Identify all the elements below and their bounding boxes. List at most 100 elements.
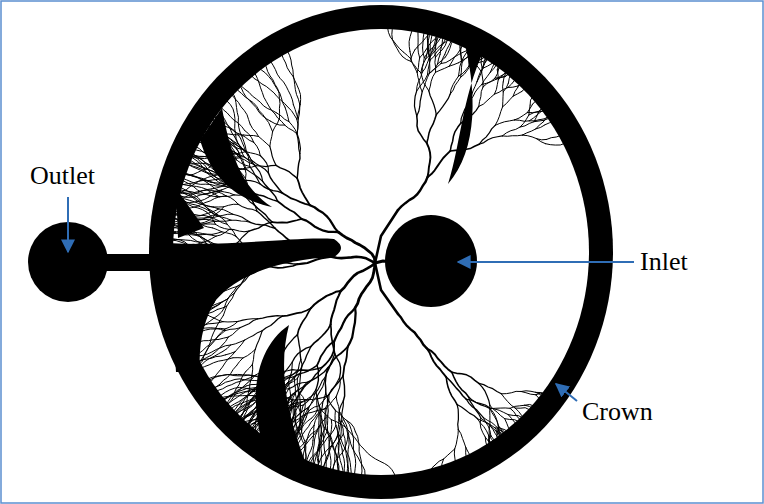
leader-arrow (458, 261, 634, 263)
channel-branch (444, 449, 455, 459)
channel-branch (518, 79, 523, 87)
channel-branch (212, 232, 222, 235)
channel-branch (262, 316, 282, 331)
channel-branch (246, 364, 253, 371)
channel-branch (297, 154, 300, 179)
channel-branch (450, 77, 460, 94)
channel-branch (450, 76, 458, 94)
channel-branch (282, 308, 311, 316)
channel-branch (495, 120, 514, 125)
channel-branch (421, 59, 426, 73)
channel-branch (529, 112, 538, 115)
channel-branch (502, 127, 520, 136)
channel-branch (247, 170, 263, 182)
channel-branch (278, 201, 302, 219)
channel-branch (230, 340, 244, 345)
channel-branch (226, 196, 238, 204)
channel-branch (174, 190, 217, 193)
channel-branch (259, 136, 270, 146)
channel-branch (457, 405, 458, 430)
channel-branch (534, 113, 538, 122)
channel-branch (436, 94, 450, 115)
channel-branch (297, 134, 300, 154)
channel-branch (502, 135, 522, 136)
channel-branch (317, 410, 321, 419)
channel-branch (238, 143, 244, 157)
channel-branch (521, 392, 536, 395)
channel-branch (501, 394, 515, 408)
channel-branch (327, 416, 328, 431)
channel-branch (427, 28, 429, 48)
channel-branch (536, 395, 543, 403)
channel-branch (345, 427, 397, 482)
channel-branch (250, 166, 260, 183)
channel-branch (482, 72, 484, 87)
channel-branch (328, 376, 343, 396)
channel-branch (270, 132, 273, 147)
channel-branch (508, 86, 518, 87)
channel-branch (522, 135, 536, 139)
channel-branch (426, 52, 433, 59)
channel-branch (505, 419, 512, 434)
channel-branch (245, 331, 263, 340)
channel-branch (324, 409, 325, 419)
channel-branch (536, 125, 545, 129)
channel-branch (536, 393, 549, 394)
channel-branch (434, 47, 436, 57)
channel-branch (520, 122, 534, 127)
channel-branch (442, 34, 449, 50)
channel-branch (334, 308, 355, 342)
channel-branch (510, 405, 525, 408)
channel-branch (335, 354, 341, 378)
channel-branch (479, 136, 502, 144)
channel-branch (256, 66, 285, 107)
channel-branch (398, 314, 427, 348)
label-holder: Inlet (640, 248, 688, 277)
channel-branch (445, 36, 455, 57)
fractal-channels (167, 22, 569, 481)
channel-branch (216, 207, 223, 214)
channel-branch (427, 115, 437, 143)
channel-branch (520, 115, 529, 127)
part-label: Crown (582, 398, 653, 427)
channel-branch (319, 394, 329, 405)
crown-ring (149, 5, 613, 499)
channel-branch (331, 324, 335, 354)
channel-branch (466, 399, 483, 417)
channel-branch (288, 107, 297, 119)
channel-branch (501, 391, 521, 393)
label-holder: Outlet (30, 162, 95, 191)
channel-branch (352, 434, 355, 480)
channel-branch (479, 125, 495, 144)
channel-branch (311, 324, 331, 346)
part-label: Inlet (640, 248, 688, 277)
channel-branch (211, 366, 237, 392)
channel-branch (256, 165, 276, 166)
channel-branch (387, 22, 404, 52)
channel-branch (254, 142, 261, 155)
channel-branch (429, 91, 436, 115)
channel-branch (206, 359, 228, 385)
channel-branch (429, 58, 430, 73)
channel-branch (545, 120, 556, 125)
channel-branch (325, 354, 334, 377)
channel-branch (449, 63, 458, 66)
channel-branch (485, 437, 488, 451)
channel-branch (226, 352, 236, 355)
channel-branch (270, 146, 276, 165)
channel-branch (272, 219, 301, 223)
channel-branch (238, 204, 257, 211)
channel-branch (495, 428, 502, 441)
channel-branch (331, 291, 341, 324)
channel-branch (292, 393, 295, 402)
channel-branch (297, 119, 298, 134)
channel-branch (223, 321, 238, 323)
channel-branch (497, 61, 500, 70)
channel-branch (243, 349, 255, 357)
channel-branch (460, 39, 462, 52)
channel-branch (417, 92, 422, 116)
channel-branch (418, 48, 420, 58)
channel-branch (285, 378, 295, 389)
channel-branch (538, 104, 545, 113)
channel-branch (295, 393, 297, 403)
